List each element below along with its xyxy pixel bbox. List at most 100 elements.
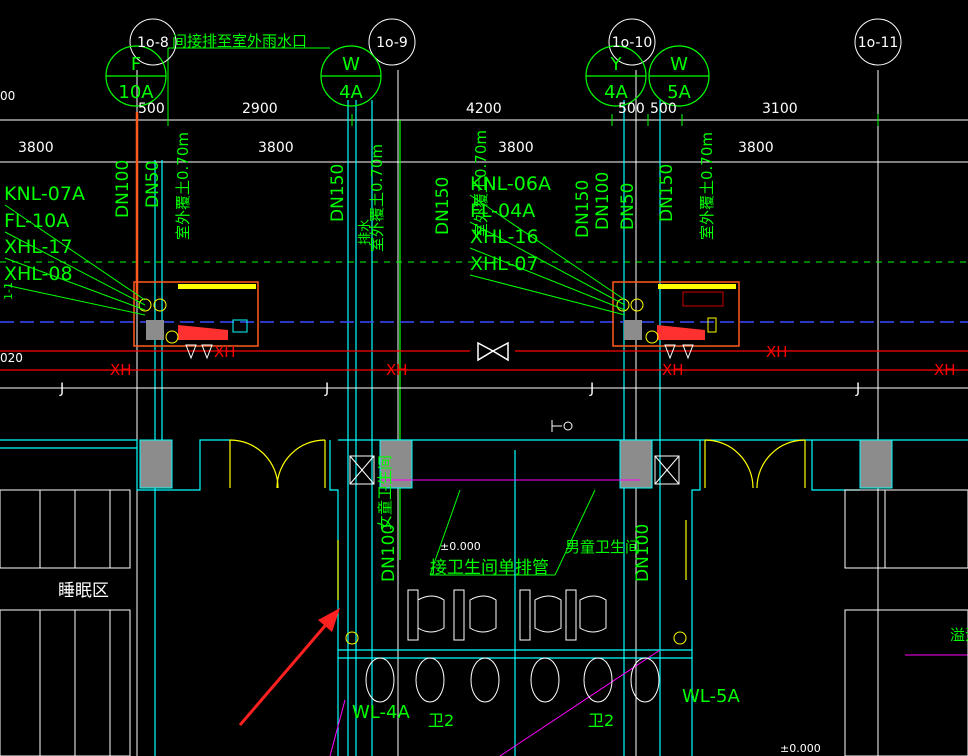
equipment-box-left[interactable] [133,281,259,360]
dim-top-1: 500 [138,101,165,117]
riser-w4-top: W [342,54,360,75]
dim-second-1: 3800 [18,140,54,156]
riser-y4-bottom: 4A [604,82,628,103]
cyan-riser-lines [154,100,661,756]
label-xhl-08: XHL-08 [4,263,73,285]
equipment-labels-left: KNL-07A FL-10A XHL-17 XHL-08 [4,183,85,285]
label-xhl-16: XHL-16 [470,226,539,248]
left-edge-2: 020 [0,351,23,365]
beds [0,489,968,756]
room-sleep-area: 睡眠区 [58,581,109,601]
pipe-dn100-2: DN100 [593,172,613,230]
grid-axes [136,70,879,756]
label-xhl-07: XHL-07 [470,253,539,275]
riser-w4-bottom: 4A [339,82,363,103]
grid-label-9: 1o-9 [376,35,408,51]
room-girls-wc: 女童卫生间 [376,455,394,530]
label-fl-04a: FL-04A [470,200,535,222]
dim-top-6: 3100 [762,101,798,117]
dim-top-3: 4200 [466,101,502,117]
riser-w5-bottom: 5A [667,82,691,103]
room-toilet-2: 卫2 [588,711,614,730]
wl-4a-label: WL-4A [352,702,410,723]
grid-label-10: 1o-10 [612,35,653,51]
dim-top-2: 2900 [242,101,278,117]
j-label-1: J [59,381,64,397]
j-label-3: J [589,381,594,397]
xh-labels: XH XH XH XH XH XH [110,343,956,379]
riser-w5-top: W [670,54,688,75]
level-mark-1: ±0.000 [440,540,481,553]
equipment-labels-mid: KNL-06A FL-04A XHL-16 XHL-07 [470,173,551,275]
magenta-lines [329,479,968,756]
dim-second-3: 3800 [498,140,534,156]
label-knl-07a: KNL-07A [4,183,85,205]
shafts [349,455,680,485]
pipe-dn150-3: DN150 [573,180,593,238]
pipe-level-2: 室外覆土0.70m [368,144,386,252]
note-connect-wc-pipe: 接卫生间单排管 [430,558,549,578]
wl-labels: WL-4A WL-5A [352,686,740,723]
level-mark-2: ±0.000 [780,742,821,755]
note-misc-left: 1-1 [2,282,15,300]
pipe-dn150-4: DN150 [657,164,677,222]
j-labels: J J J J [59,381,860,397]
pipe-level-4: 室外覆土0.70m [698,132,716,240]
pipe-level-1: 室外覆土0.70m [174,132,192,240]
pipe-dn100-v1: DN100 [379,524,399,582]
label-leaders [4,47,626,576]
riser-y4-top: Y [610,54,623,75]
pipe-dn150-2: DN150 [433,177,453,235]
room-toilet-1: 卫2 [428,711,454,730]
toilets [365,589,660,703]
hydrant-icon [551,420,573,432]
building-walls [0,439,968,756]
xh-label-3: XH [386,361,408,379]
grid-label-11: 1o-11 [858,35,899,51]
pipe-dn150-1: DN150 [328,164,348,222]
dimension-ticks [136,114,879,126]
doors [229,439,806,600]
xh-label-1: XH [214,343,236,361]
xh-label-2: XH [110,361,132,379]
dimension-texts: 500 2900 4200 500 500 3100 3800 3800 380… [0,89,798,365]
riser-f-bottom: 10A [118,82,154,103]
pipe-level-3: 室外覆土0.70m [472,130,490,238]
j-label-2: J [324,381,329,397]
label-xhl-17: XHL-17 [4,236,73,258]
room-boys-wc: 男童卫生间 [565,538,640,556]
dim-top-4: 500 [618,101,645,117]
pipe-dn50-1: DN50 [143,161,163,208]
red-arrow-annotation [238,608,340,726]
equipment-box-right[interactable] [612,281,740,360]
pipe-dn50-2: DN50 [618,183,638,230]
floor-drains [345,631,687,645]
note-drain-left: 排水 [358,219,373,245]
left-edge-1: 00 [0,89,15,103]
wl-5a-label: WL-5A [682,686,740,707]
pipe-size-labels: DN100 DN50 室外覆土0.70m DN150 室外覆土0.70m DN1… [113,130,716,582]
label-fl-10a: FL-10A [4,210,69,232]
note-drain-rainwater: 间接排至室外雨水口 [172,32,307,50]
dimension-lines [0,119,968,263]
grid-bubbles [129,18,902,66]
grid-label-8: 1o-8 [137,35,169,51]
note-right-edge: 溢流 [950,626,968,644]
red-xh-lines [0,350,968,371]
pipe-dn100-1: DN100 [113,160,133,218]
dim-second-2: 3800 [258,140,294,156]
xh-label-5: XH [766,343,788,361]
valve-icon[interactable] [477,341,509,362]
dim-top-5: 500 [650,101,677,117]
dim-second-4: 3800 [738,140,774,156]
xh-label-6: XH [934,361,956,379]
riser-f-top: F [131,54,141,75]
xh-label-4: XH [662,361,684,379]
j-label-4: J [855,381,860,397]
level-marks: ±0.000 ±0.000 [440,540,821,755]
riser-bubbles [105,45,710,107]
label-knl-06a: KNL-06A [470,173,551,195]
pipe-dn100-v2: DN100 [633,524,653,582]
